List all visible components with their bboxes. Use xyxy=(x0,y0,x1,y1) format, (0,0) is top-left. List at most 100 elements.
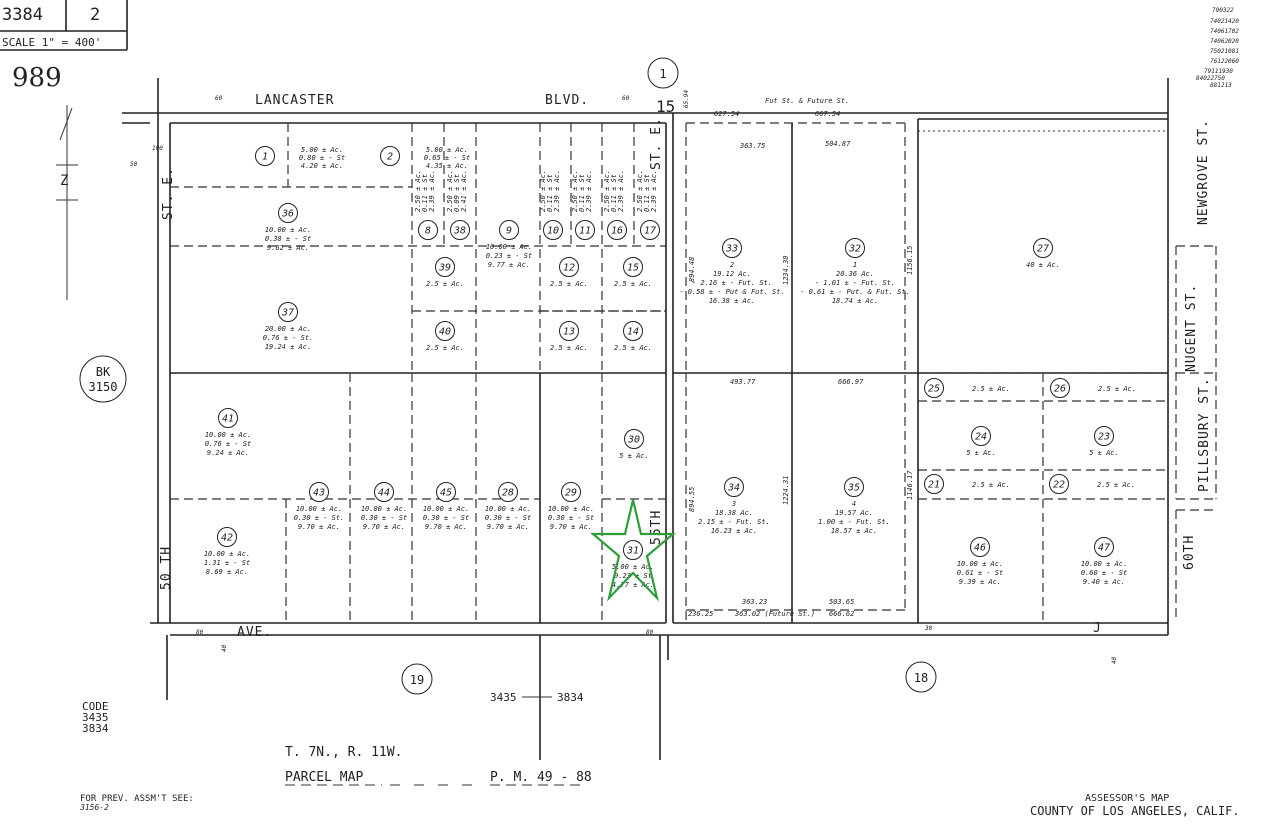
revision-code: 76122060 xyxy=(1210,58,1239,65)
parcel-acreage: 0.30 ± - St xyxy=(361,514,407,522)
street-name: ST. E. xyxy=(161,167,176,220)
parcel-number: 35 xyxy=(847,483,860,494)
street-name: BLVD. xyxy=(545,93,589,108)
dimension: 65.94 xyxy=(683,90,690,108)
road-lines xyxy=(122,78,1169,760)
parcel-number-circle xyxy=(623,257,643,277)
svg-text:Z: Z xyxy=(60,173,68,189)
page-number: 2 xyxy=(90,5,100,25)
parcel-31: 315.00 ± Ac.0.23 ± St4.77 ± Ac. xyxy=(612,540,654,589)
scale-label: SCALE 1" = 400' xyxy=(2,36,101,49)
parcel-acreage: 0.30 ± - St xyxy=(485,514,531,522)
township: T. 7N., R. 11W. xyxy=(285,745,402,760)
parcel-acreage: 18.57 ± Ac. xyxy=(831,527,877,535)
parcel-number-circle xyxy=(374,482,394,502)
parcel-acreage: 1.00 ± - Fut. St. xyxy=(818,518,890,526)
parcel-acreage: 10.00 ± Ac. xyxy=(296,505,342,513)
dimension: 60 xyxy=(622,95,630,102)
dimension: 236.25 xyxy=(688,610,713,618)
parcel-acreage: - 1.01 ± - Fut. St. xyxy=(815,279,895,287)
parcel-acreage: 2.15 ± - Fut. St. xyxy=(698,518,770,526)
parcel-number: 34 xyxy=(727,483,740,494)
assessor-map-title: ASSESSOR'S MAP xyxy=(1085,793,1169,804)
parcel-2: 25.00 ± Ac.0.65 ± - St4.35 ± Ac. xyxy=(380,146,470,170)
parcel-number: 11 xyxy=(579,226,591,237)
parcel-number-circle xyxy=(499,220,519,240)
street-name: 60TH xyxy=(1182,535,1197,570)
parcel-acreage: 2.50 ± Ac. xyxy=(571,170,579,212)
parcel-acreage: 10.00 ± Ac. xyxy=(1081,560,1127,568)
parcel-number-circle xyxy=(1094,537,1114,557)
parcel-acreage: 2.5 ± Ac. xyxy=(1097,481,1135,489)
parcel-number: 23 xyxy=(1098,432,1110,443)
parcel-number: 39 xyxy=(438,263,451,274)
parcel-15: 152.5 ± Ac. xyxy=(614,257,652,288)
future-street-label: Fut St. & Future St. xyxy=(765,97,849,105)
book-number: 3384 xyxy=(2,5,43,25)
dimension: 666.62 xyxy=(829,610,854,618)
parcel-acreage: 0.11 ± St xyxy=(546,174,554,212)
parcel-acreage: - 0.61 ± - Put. & Fut. St. xyxy=(800,288,910,296)
parcel-acreage: 10.00 ± Ac. xyxy=(486,243,532,251)
revision-code: 74061702 xyxy=(1210,28,1239,35)
parcel-acreage: 0.30 ± - St xyxy=(548,514,594,522)
parcel-acreage: 0.11 ± St xyxy=(643,174,651,212)
parcel-acreage: 0.80 ± - St xyxy=(299,154,345,162)
street-labels: LANCASTER BLVD. ST. E. ST. E. 50 TH 55TH… xyxy=(159,93,1212,640)
parcel-number-circle xyxy=(543,220,563,240)
parcel-acreage: 0.11 ± St xyxy=(610,174,618,212)
parcel-23: 23 5 ± Ac. xyxy=(1089,426,1119,457)
parcel-number-circle xyxy=(380,146,400,166)
parcel-acreage: - 2.16 ± - Fut. St. xyxy=(692,279,772,287)
parcel-number-circle xyxy=(724,477,744,497)
section-number: 18 xyxy=(914,671,928,685)
parcel-acreage: 10.00 ± Ac. xyxy=(361,505,407,513)
parcel-acreage: 5.00 ± Ac. xyxy=(426,146,468,154)
parcel-acreage: 9.24 ± Ac. xyxy=(207,449,249,457)
year-code: 989 xyxy=(12,63,62,93)
section-circle xyxy=(905,661,937,693)
parcel-number-circle xyxy=(924,378,944,398)
parcel-number-circle xyxy=(971,426,991,446)
parcel-acreage: 2.39 ± Ac. xyxy=(585,170,593,212)
dimension: 504.87 xyxy=(825,140,851,148)
parcel-acreage: 19.24 ± Ac. xyxy=(265,343,311,351)
parcel-labels: 15.00 ± Ac.0.80 ± - St4.20 ± Ac.25.00 ± … xyxy=(204,146,1136,589)
parcel-number: 45 xyxy=(440,488,452,499)
parcel-number-circle xyxy=(309,482,329,502)
parcel-number-circle xyxy=(970,537,990,557)
parcel-acreage: 2.5 ± Ac. xyxy=(614,344,652,352)
parcel-acreage: 5 ± Ac. xyxy=(1089,449,1119,457)
street-name: J xyxy=(1093,621,1102,636)
parcel-acreage: 9.62 ± Ac. xyxy=(267,244,309,252)
parcel-number-circle xyxy=(559,257,579,277)
parcel-number-circle xyxy=(278,302,298,322)
parcel-acreage: 0.60 ± - St xyxy=(1081,569,1127,577)
parcel-number: 40 xyxy=(439,327,451,338)
parcel-acreage: 1.31 ± - St xyxy=(204,559,250,567)
parcel-number: 33 xyxy=(725,244,738,255)
parcel-number-circle xyxy=(435,321,455,341)
dimension: 363.75 xyxy=(739,142,765,150)
revision-code: 790322 xyxy=(1212,7,1234,14)
parcel-acreage: 2.5 ± Ac. xyxy=(550,344,588,352)
code-value: 3435 xyxy=(82,711,109,724)
parcel-number-circle xyxy=(217,527,237,547)
dimension: 60 xyxy=(215,95,223,102)
parcel-number: 47 xyxy=(1098,543,1110,554)
